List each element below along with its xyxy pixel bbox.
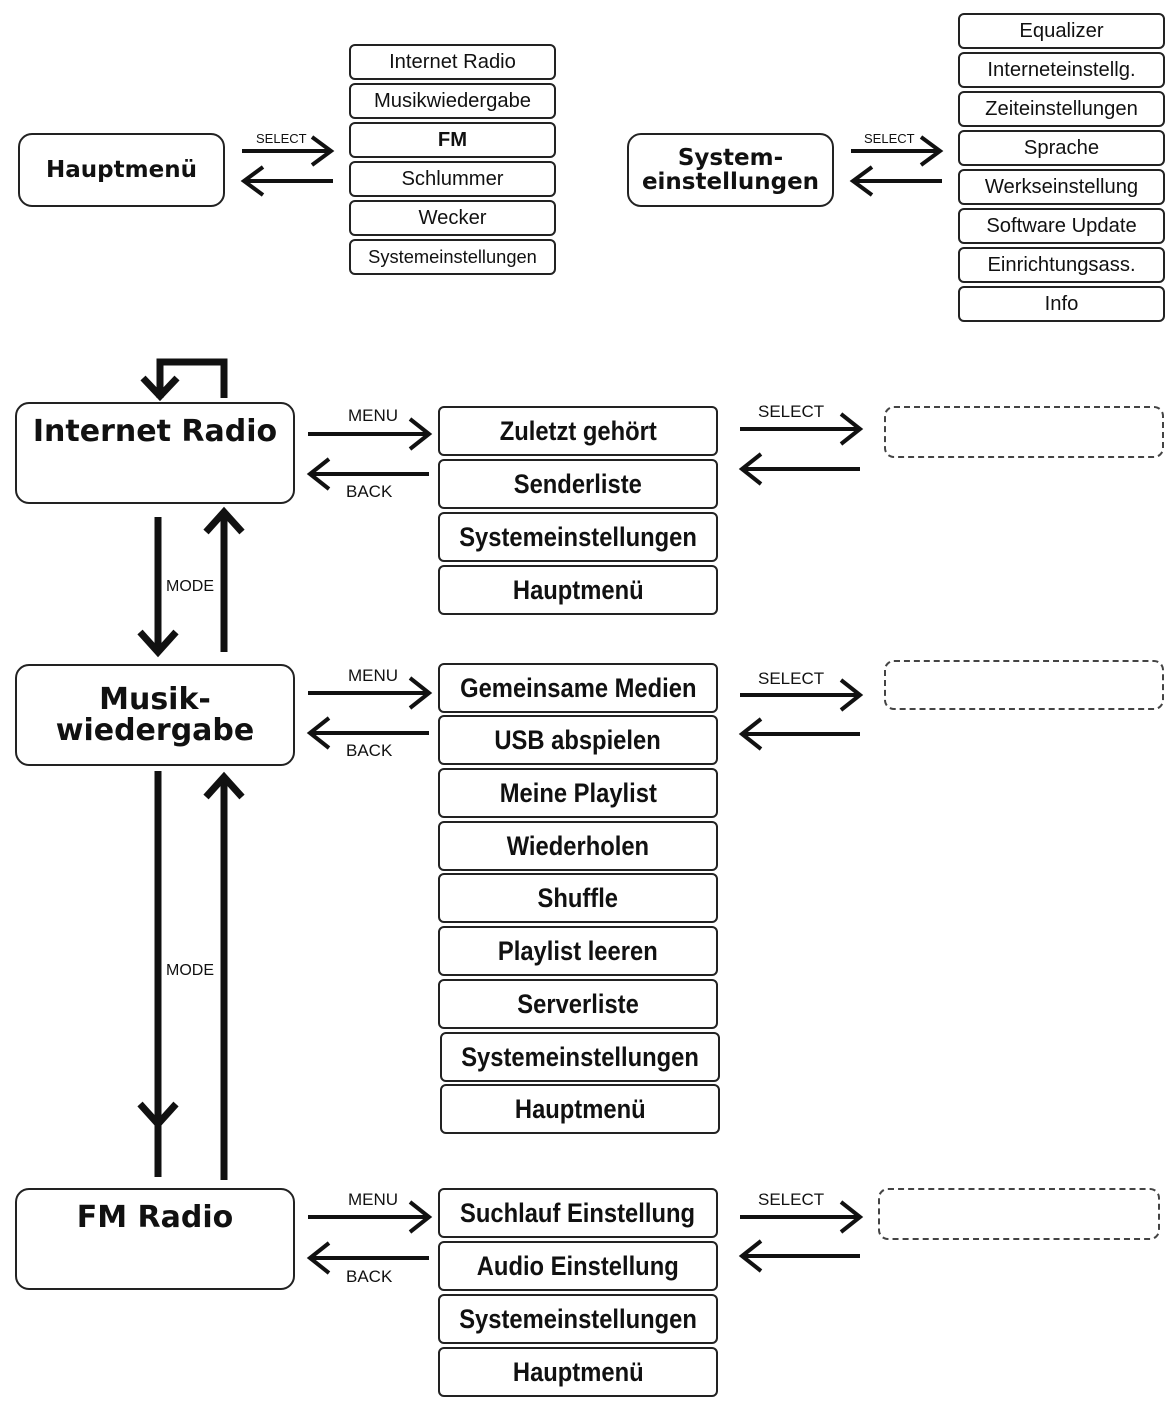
menu-label-music: MENU — [348, 666, 399, 685]
loop-arrow-internet-radio — [140, 358, 228, 402]
music-title-line1: Musik- — [99, 681, 211, 717]
hauptmenu-box: Hauptmenü — [18, 133, 225, 207]
music-item: Shuffle — [438, 873, 718, 923]
system-item: Werkseinstellung — [958, 169, 1165, 205]
back-arrow-fm — [306, 1241, 429, 1275]
internet-radio-item: Hauptmenü — [438, 565, 718, 615]
system-item: Software Update — [958, 208, 1165, 244]
fm-item: Systemeinstellungen — [438, 1294, 718, 1344]
music-item: Gemeinsame Medien — [438, 663, 718, 713]
internet-radio-item: Systemeinstellungen — [438, 512, 718, 562]
music-item: Serverliste — [438, 979, 718, 1029]
select-arrow-music — [740, 678, 864, 712]
system-item: Interneteinstellg. — [958, 52, 1165, 88]
fm-radio-box: FM Radio — [15, 1188, 295, 1290]
music-box: Musik- wiedergabe — [15, 664, 295, 766]
menu-label-internet-radio: MENU — [348, 406, 399, 425]
select-label-internet-radio: SELECT — [758, 402, 825, 421]
hauptmenu-label: Hauptmenü — [46, 156, 197, 183]
back-label-internet-radio: BACK — [346, 482, 393, 501]
internet-radio-item: Zuletzt gehört — [438, 406, 718, 456]
fm-item: Audio Einstellung — [438, 1241, 718, 1291]
internet-radio-submenu-placeholder — [884, 406, 1164, 458]
fm-item: Suchlauf Einstellung — [438, 1188, 718, 1238]
select-label-fm: SELECT — [758, 1190, 825, 1209]
mode-arrow-down-2 — [137, 771, 179, 1177]
system-item: Einrichtungsass. — [958, 247, 1165, 283]
mode-label-lower: MODE — [166, 962, 214, 979]
system-item: Equalizer — [958, 13, 1165, 49]
back-arrow-select-internet-radio — [738, 452, 860, 486]
menu-arrow-fm — [308, 1200, 433, 1234]
back-arrow-internet-radio — [306, 457, 429, 491]
mode-arrow-up-2 — [203, 771, 245, 1180]
select-label-hauptmenu: SELECT — [256, 131, 307, 146]
systemeinstellungen-box: System- einstellungen — [627, 133, 834, 207]
mode-arrow-down-1 — [137, 517, 179, 658]
music-item: Hauptmenü — [440, 1084, 720, 1134]
systemeinstellungen-label-line1: System- — [677, 144, 784, 171]
systemeinstellungen-label-line2: einstellungen — [641, 169, 820, 195]
hauptmenu-item: Wecker — [349, 200, 556, 236]
hauptmenu-item: Systemeinstellungen — [349, 239, 556, 275]
select-label-music: SELECT — [758, 669, 825, 688]
fm-radio-title: FM Radio — [76, 1200, 234, 1235]
back-label-fm: BACK — [346, 1267, 393, 1286]
back-arrow-left-hauptmenu — [240, 165, 333, 197]
music-item: Systemeinstellungen — [440, 1032, 720, 1082]
music-title-line2: wiedergabe — [55, 713, 255, 748]
back-label-music: BACK — [346, 741, 393, 760]
hauptmenu-item: Musikwiedergabe — [349, 83, 556, 119]
select-arrow-right-hauptmenu — [242, 135, 335, 167]
select-arrow-fm — [740, 1200, 864, 1234]
system-item: Info — [958, 286, 1165, 322]
internet-radio-box: Internet Radio — [15, 402, 295, 504]
internet-radio-item: Senderliste — [438, 459, 718, 509]
select-arrow-internet-radio — [740, 412, 864, 446]
mode-label-upper: MODE — [166, 578, 214, 595]
back-arrow-music — [306, 716, 429, 750]
music-item: Playlist leeren — [438, 926, 718, 976]
back-arrow-select-music — [738, 717, 860, 751]
music-submenu-placeholder — [884, 660, 1164, 710]
back-arrow-left-system — [849, 165, 942, 197]
internet-radio-title: Internet Radio — [32, 414, 278, 449]
system-item: Sprache — [958, 130, 1165, 166]
fm-item: Hauptmenü — [438, 1347, 718, 1397]
menu-arrow-music — [308, 676, 433, 710]
mode-arrow-up-1 — [203, 506, 245, 652]
hauptmenu-item: Schlummer — [349, 161, 556, 197]
back-arrow-select-fm — [738, 1239, 860, 1273]
menu-label-fm: MENU — [348, 1190, 399, 1209]
music-item: Wiederholen — [438, 821, 718, 871]
system-item: Zeiteinstellungen — [958, 91, 1165, 127]
hauptmenu-item: Internet Radio — [349, 44, 556, 80]
hauptmenu-item: FM — [349, 122, 556, 158]
fm-submenu-placeholder — [878, 1188, 1160, 1240]
select-arrow-right-system — [851, 135, 944, 167]
music-item: USB abspielen — [438, 715, 718, 765]
select-label-system: SELECT — [864, 131, 915, 146]
menu-arrow-internet-radio — [308, 417, 433, 451]
music-item: Meine Playlist — [438, 768, 718, 818]
